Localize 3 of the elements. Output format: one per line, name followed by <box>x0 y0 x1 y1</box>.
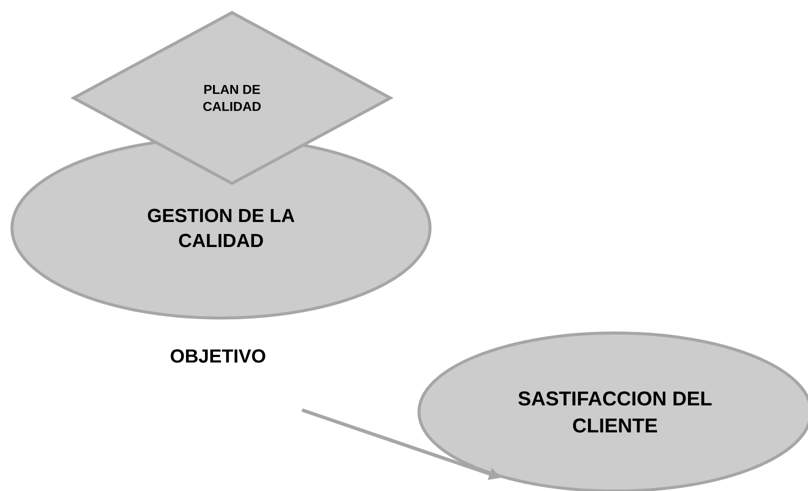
ellipse-node: GESTION DE LA CALIDAD <box>10 136 432 320</box>
label-text: OBJETIVO <box>170 349 266 363</box>
ellipse-node: SASTIFACCION DEL CLIENTE <box>418 332 808 491</box>
